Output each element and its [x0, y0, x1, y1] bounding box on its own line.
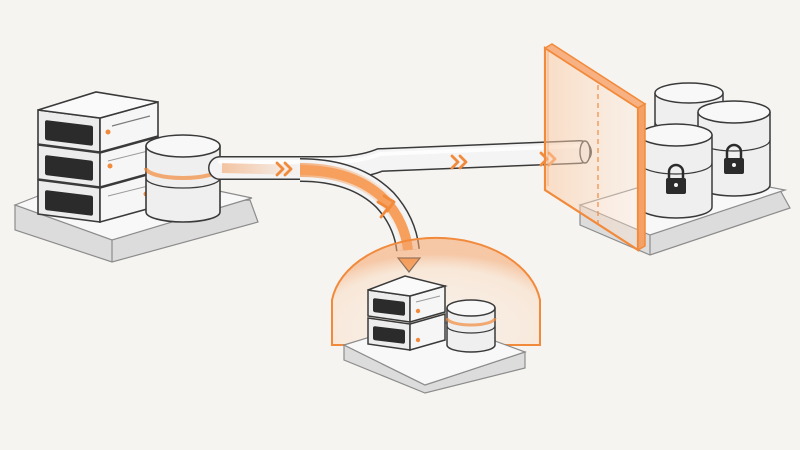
server-unit	[37, 135, 159, 189]
replica-server-stack	[367, 275, 448, 351]
server-unit	[37, 91, 159, 154]
pipe-to-secure-store	[208, 140, 592, 180]
double-chevron-icon	[450, 154, 468, 170]
replica-database	[445, 299, 497, 353]
database-cylinder	[697, 100, 771, 197]
pipe-to-replica	[221, 158, 420, 252]
firewall-panel	[543, 43, 647, 253]
double-chevron-icon	[275, 161, 293, 177]
padlock-icon	[724, 143, 744, 174]
server-unit	[37, 170, 159, 224]
database-cylinder	[639, 123, 713, 219]
server-unit	[367, 313, 446, 351]
padlock-icon	[666, 163, 686, 194]
source-database	[144, 134, 222, 223]
server-unit	[367, 275, 448, 323]
double-chevron-icon	[376, 194, 396, 219]
source-server-stack	[37, 91, 159, 224]
